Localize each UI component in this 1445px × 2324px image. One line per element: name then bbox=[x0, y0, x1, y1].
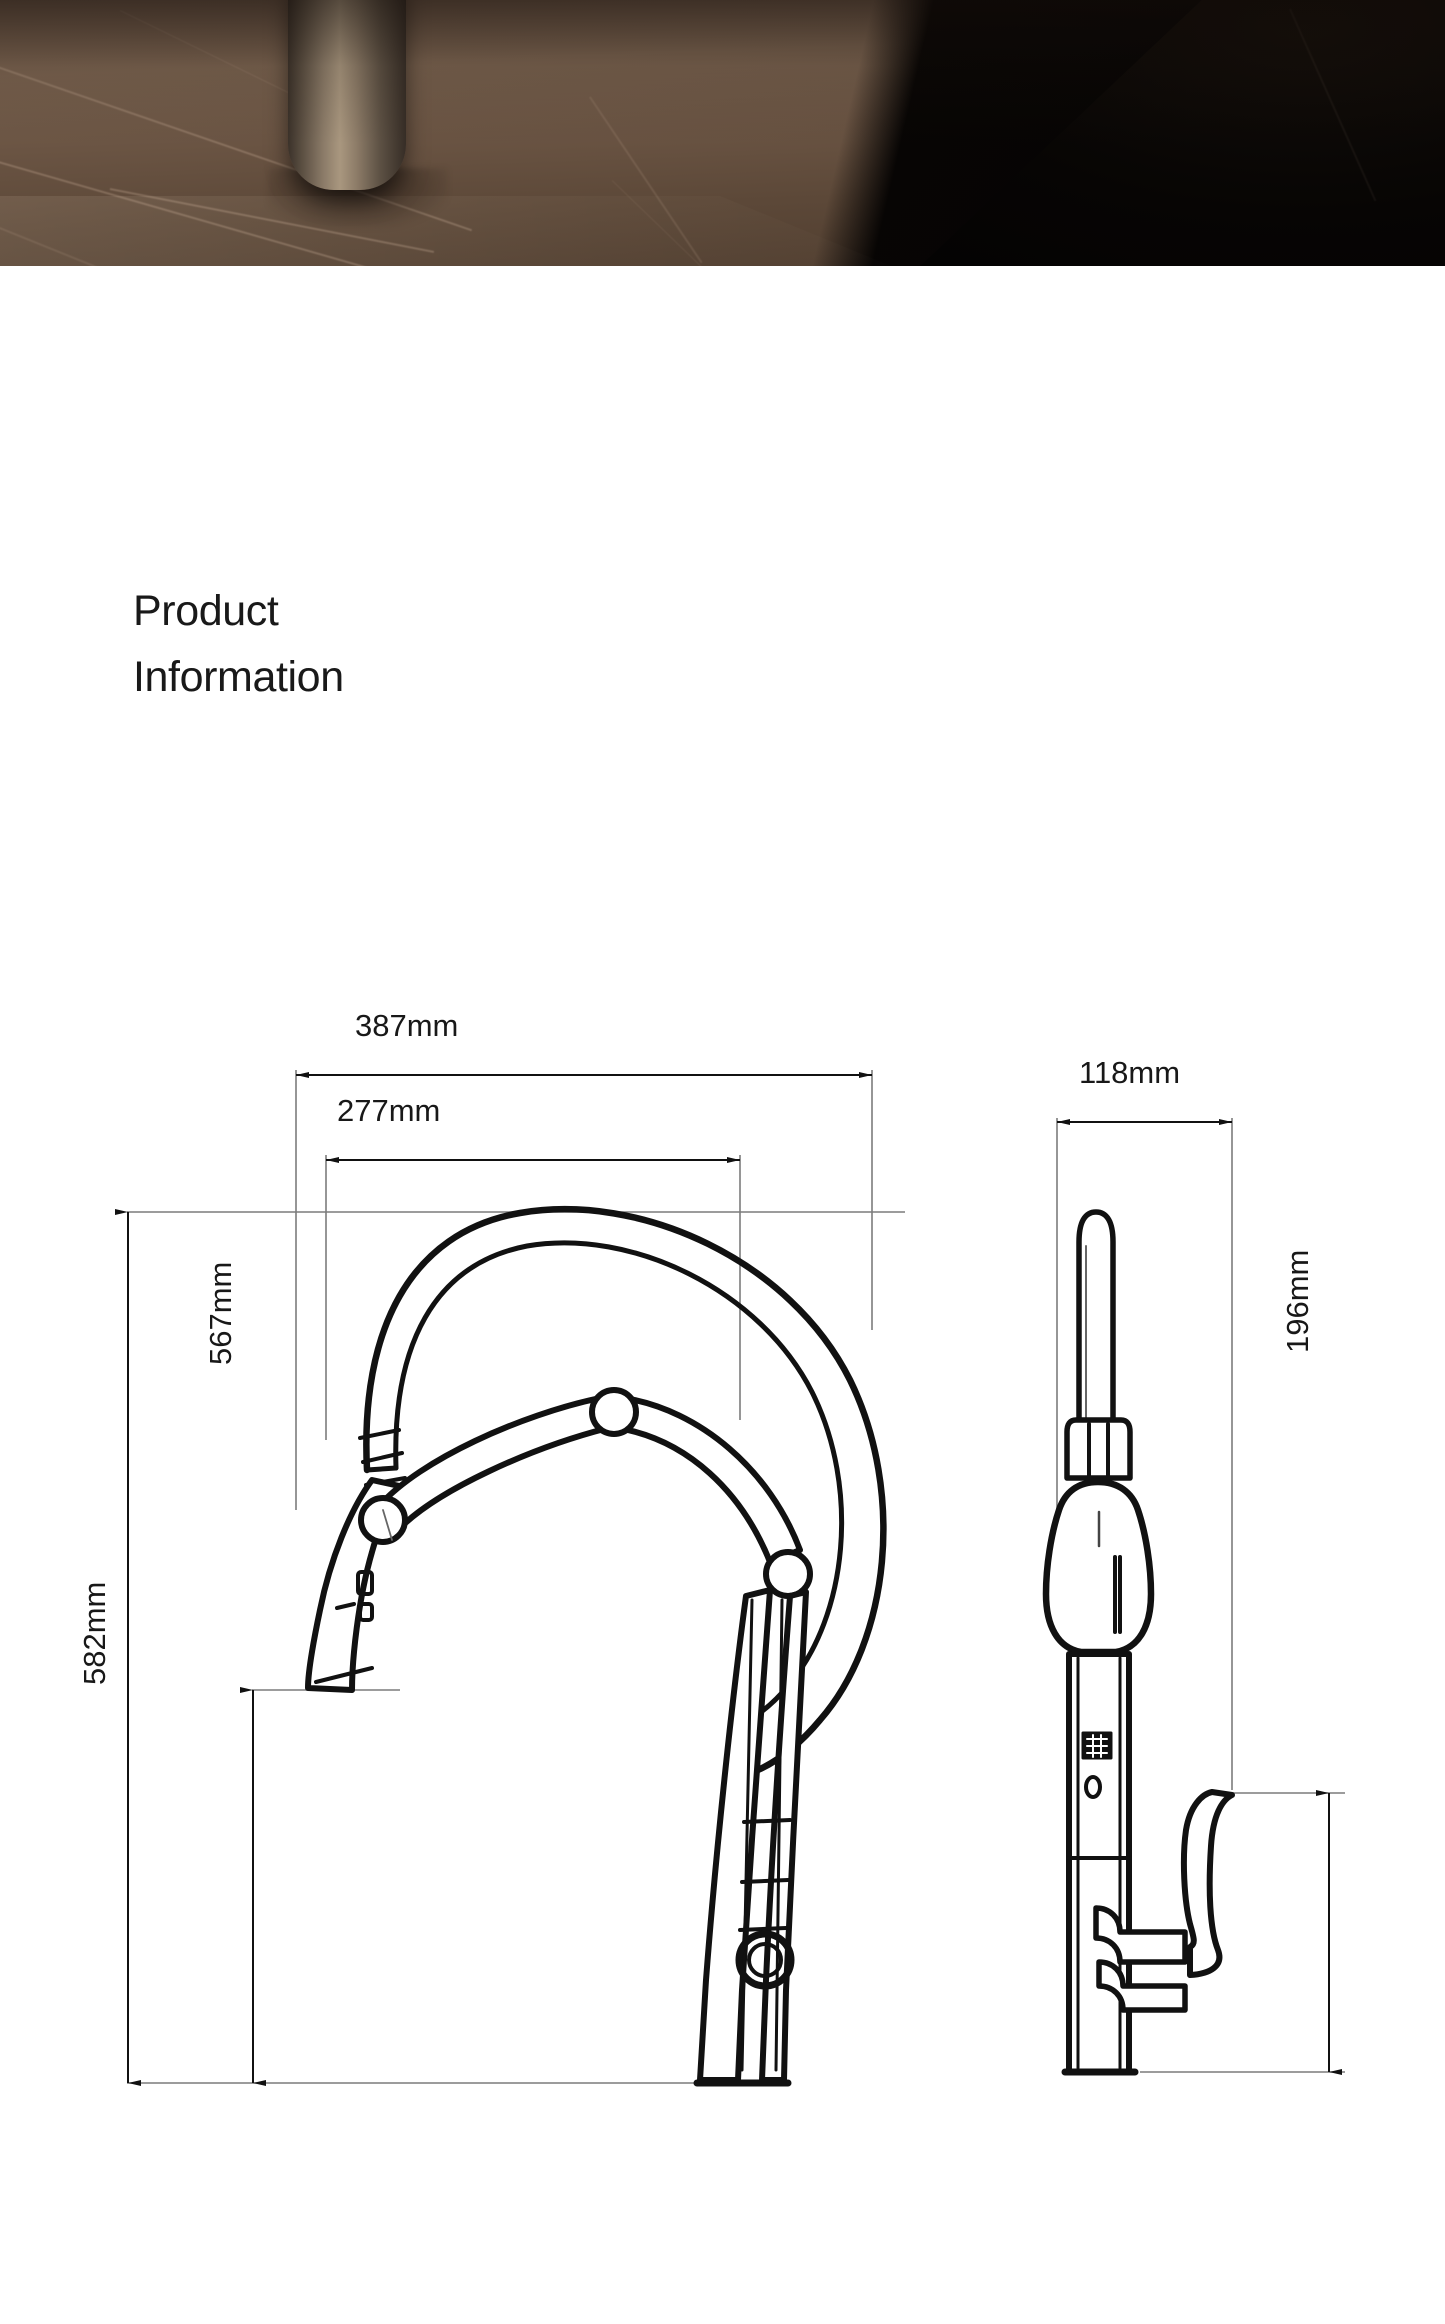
dim-label-118mm: 118mm bbox=[1079, 1055, 1181, 1090]
front-view-drawing bbox=[1042, 1209, 1235, 2076]
side-view-drawing bbox=[305, 1206, 887, 2087]
hero-photo bbox=[0, 0, 1445, 266]
dim-label-277mm: 277mm bbox=[337, 1093, 441, 1128]
hinge-joint-top bbox=[589, 1387, 639, 1437]
aerator-ring bbox=[735, 1930, 795, 1990]
hinge-joint-lower-left bbox=[358, 1495, 408, 1545]
dim-label-567mm: 567mm bbox=[203, 1261, 238, 1365]
dim-label-582mm: 582mm bbox=[77, 1581, 112, 1685]
page-title: Product Information bbox=[133, 587, 344, 701]
dim-label-196mm: 196mm bbox=[1280, 1249, 1315, 1353]
dimension-lines bbox=[115, 1072, 1342, 2086]
dim-label-387mm: 387mm bbox=[355, 1008, 459, 1043]
indicator-button bbox=[1084, 1775, 1102, 1799]
hero-top-vignette bbox=[0, 0, 1445, 266]
